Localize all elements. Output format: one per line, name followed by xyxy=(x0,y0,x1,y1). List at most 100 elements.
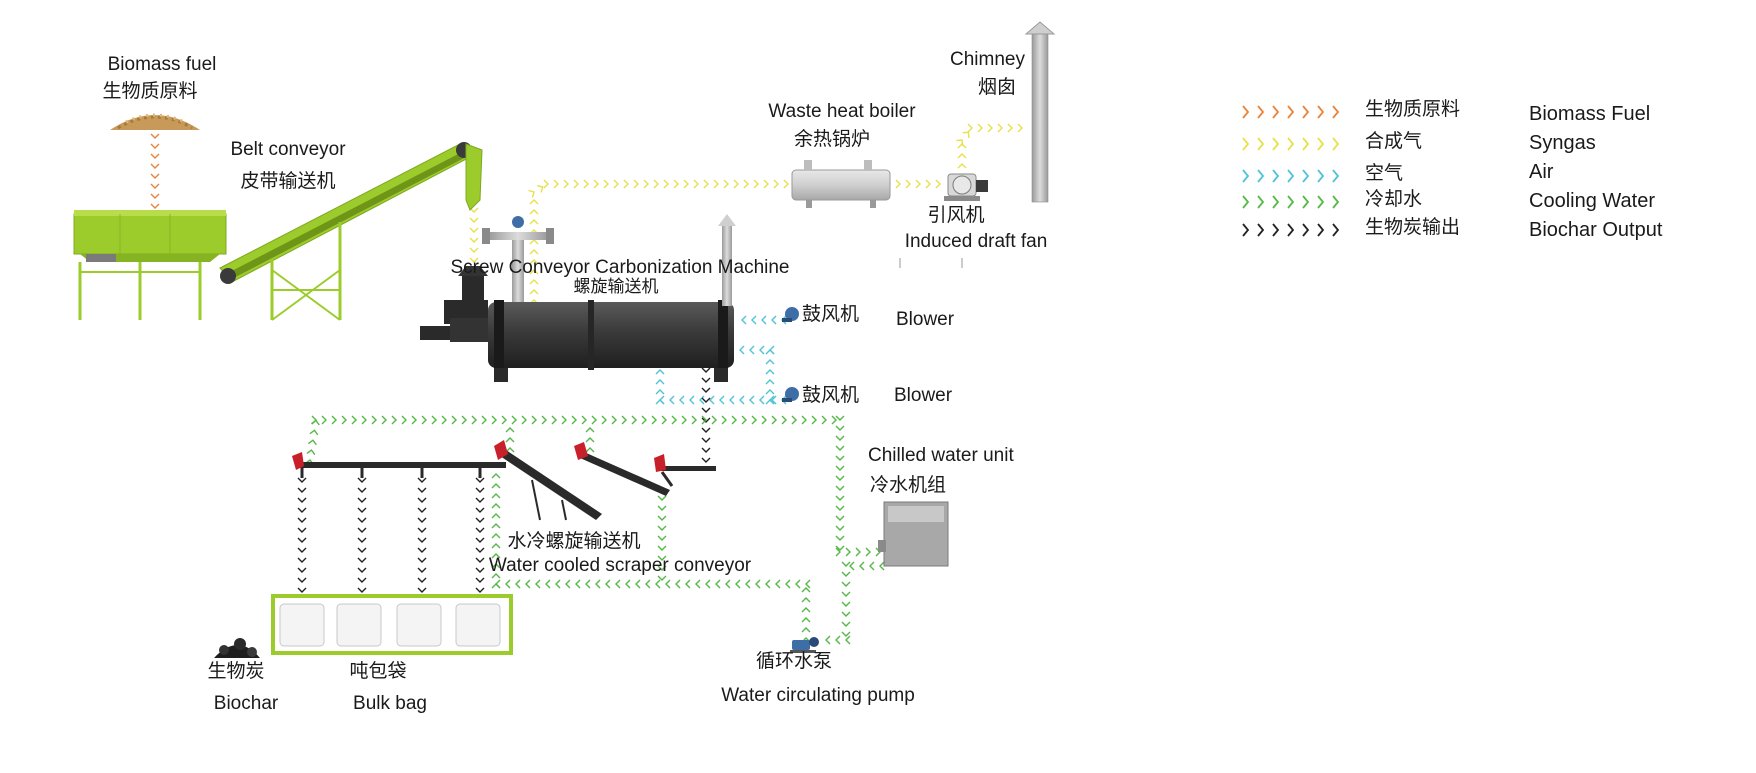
flow-syngas xyxy=(469,237,479,243)
flow-syngas xyxy=(987,123,993,133)
flow-biochar xyxy=(475,517,485,523)
flow-water xyxy=(657,515,667,521)
label-biochar: Biochar xyxy=(213,693,279,714)
flow-syngas xyxy=(469,247,479,253)
flow-air xyxy=(739,395,745,405)
flow-water xyxy=(657,495,667,501)
flow-biochar xyxy=(475,577,485,583)
legend-chevron xyxy=(1332,223,1340,237)
flow-biomass xyxy=(150,203,160,209)
flow-water xyxy=(849,561,855,571)
flow-syngas xyxy=(753,179,759,189)
flow-water xyxy=(657,575,667,581)
flow-water xyxy=(309,429,319,436)
flow-syngas xyxy=(967,123,973,133)
label-bulk-bag: Bulk bag xyxy=(353,693,427,714)
legend-chevron xyxy=(1242,223,1250,237)
flow-water xyxy=(841,591,851,597)
flow-water xyxy=(845,635,851,645)
flow-biochar xyxy=(297,587,307,593)
flow-biochar xyxy=(475,537,485,543)
flow-biochar xyxy=(357,547,367,553)
flow-water xyxy=(801,415,807,425)
flow-water xyxy=(841,621,851,627)
flow-water xyxy=(859,561,865,571)
flow-air xyxy=(765,359,775,365)
flow-water xyxy=(491,543,501,549)
flow-syngas xyxy=(977,123,983,133)
flow-water xyxy=(761,415,767,425)
label-scraper: Water cooled scraper conveyor xyxy=(488,555,752,576)
flow-water xyxy=(841,581,851,587)
flow-biochar xyxy=(475,507,485,513)
flow-water xyxy=(657,505,667,511)
carbonization-machine xyxy=(420,214,736,382)
flow-biochar xyxy=(417,487,427,493)
flow-water xyxy=(835,547,841,557)
flow-water xyxy=(801,587,811,593)
legend-chevron xyxy=(1332,137,1340,151)
flow-syngas xyxy=(957,153,967,159)
flow-air xyxy=(765,389,775,395)
legend-chevron xyxy=(1287,169,1295,183)
biochar-pile-icon xyxy=(214,638,260,658)
flow-air xyxy=(655,399,665,405)
flow-water xyxy=(801,617,811,623)
flow-biochar xyxy=(475,527,485,533)
flow-syngas xyxy=(528,189,535,198)
flow-air xyxy=(769,345,775,355)
flow-water xyxy=(701,415,707,425)
legend-chevron xyxy=(1332,169,1340,183)
flow-water xyxy=(551,415,557,425)
flow-biochar xyxy=(357,577,367,583)
flow-water xyxy=(831,415,837,425)
flow-water xyxy=(585,579,591,589)
flow-water xyxy=(835,415,845,421)
flow-air xyxy=(761,315,767,325)
flow-syngas xyxy=(693,179,699,189)
flow-syngas xyxy=(956,139,964,146)
flow-biochar xyxy=(417,517,427,523)
flow-water xyxy=(835,435,845,441)
flow-biomass xyxy=(150,143,160,149)
flow-water xyxy=(331,415,337,425)
flow-air xyxy=(655,369,665,375)
flow-water xyxy=(655,579,661,589)
label-screw-machine: Screw Conveyor Carbonization Machine xyxy=(450,257,790,278)
flow-water xyxy=(821,415,827,425)
flow-biochar xyxy=(417,547,427,553)
flow-water xyxy=(775,579,781,589)
flow-water xyxy=(835,445,845,451)
legend-label-cn: 空气 xyxy=(1365,163,1404,184)
flow-biochar xyxy=(417,497,427,503)
flow-air xyxy=(729,395,735,405)
legend-label-cn: 合成气 xyxy=(1365,131,1423,152)
flow-water xyxy=(581,415,587,425)
label-induced-fan-cn: 引风机 xyxy=(927,205,985,226)
flow-water xyxy=(525,579,531,589)
flow-biochar xyxy=(297,547,307,553)
flow-water xyxy=(835,635,841,645)
flow-water xyxy=(391,415,397,425)
flow-syngas xyxy=(997,123,1003,133)
flow-water xyxy=(585,447,595,453)
label-blower-1-cn: 鼓风机 xyxy=(802,304,860,325)
legend-chevron xyxy=(1302,137,1310,151)
flow-syngas xyxy=(613,179,619,189)
legend-chevron xyxy=(1317,223,1325,237)
flow-air xyxy=(679,395,685,405)
flow-air xyxy=(765,379,775,385)
legend-chevron xyxy=(1242,195,1250,209)
flow-water xyxy=(555,579,561,589)
flow-water xyxy=(641,415,647,425)
flow-water xyxy=(845,547,851,557)
flow-water xyxy=(535,579,541,589)
flow-syngas xyxy=(623,179,629,189)
label-waste-heat-boiler-cn: 余热锅炉 xyxy=(793,129,871,150)
flow-biochar xyxy=(701,377,711,383)
flow-water xyxy=(491,503,501,509)
flow-water xyxy=(505,447,515,453)
flow-syngas xyxy=(529,199,539,205)
flow-water xyxy=(801,607,811,613)
flow-water xyxy=(515,579,521,589)
